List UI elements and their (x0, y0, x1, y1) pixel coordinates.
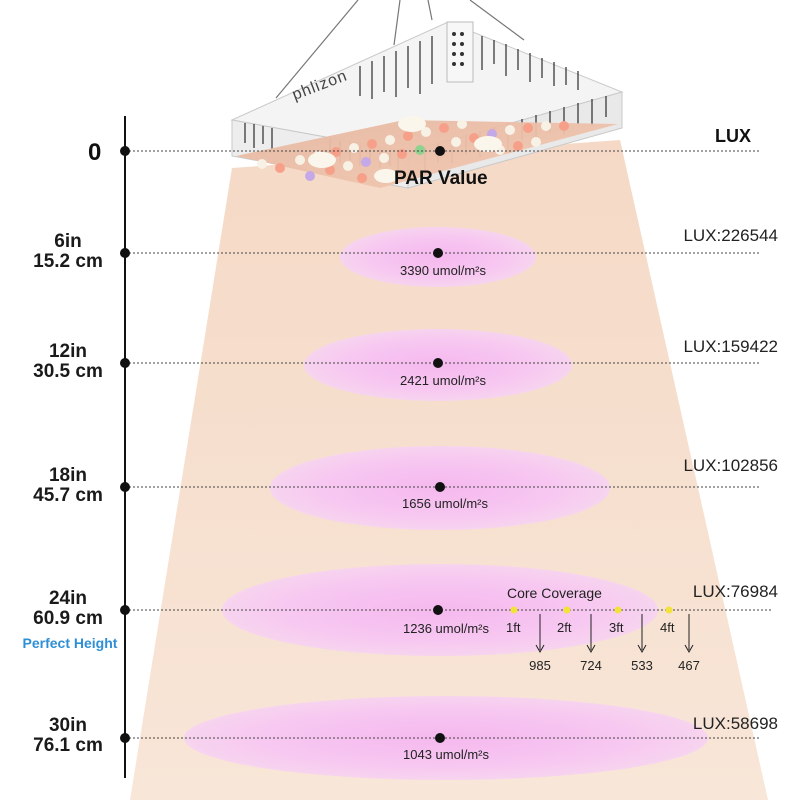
coverage-value-4: 467 (678, 658, 700, 673)
par-heading: PAR Value (394, 168, 488, 189)
par-value-30in: 1043 umol/m²s (403, 747, 489, 762)
lux-value-6in: LUX:226544 (683, 226, 778, 245)
coverage-value-2: 724 (580, 658, 602, 673)
coverage-ft-2: 2ft (557, 620, 572, 635)
coverage-value-3: 533 (631, 658, 653, 673)
lux-value-18in: LUX:102856 (683, 456, 778, 475)
lux-heading: LUX (715, 126, 751, 146)
perfect-height-label: Perfect Height (22, 635, 118, 651)
lux-value-30in: LUX:58698 (692, 714, 778, 733)
coverage-ft-3: 3ft (609, 620, 624, 635)
coverage-ft-4: 4ft (660, 620, 675, 635)
core-coverage-title: Core Coverage (507, 585, 602, 601)
coverage-ft-1: 1ft (506, 620, 521, 635)
lux-value-24in: LUX:76984 (692, 582, 778, 601)
par-value-12in: 2421 umol/m²s (400, 373, 486, 388)
par-value-24in: 1236 umol/m²s (403, 621, 489, 636)
par-value-6in: 3390 umol/m²s (400, 263, 486, 278)
coverage-value-1: 985 (529, 658, 551, 673)
height-zero-label: 0 (88, 139, 102, 166)
core-coverage-markers (510, 606, 673, 614)
grow-light-fixture (230, 21, 624, 189)
hanging-wires (275, 0, 525, 99)
lux-value-12in: LUX:159422 (683, 337, 778, 356)
led-diodes (257, 116, 569, 183)
par-value-18in: 1656 umol/m²s (402, 496, 488, 511)
axis-ticks (120, 146, 130, 743)
coverage-arrows (535, 614, 694, 654)
center-points (433, 146, 445, 743)
